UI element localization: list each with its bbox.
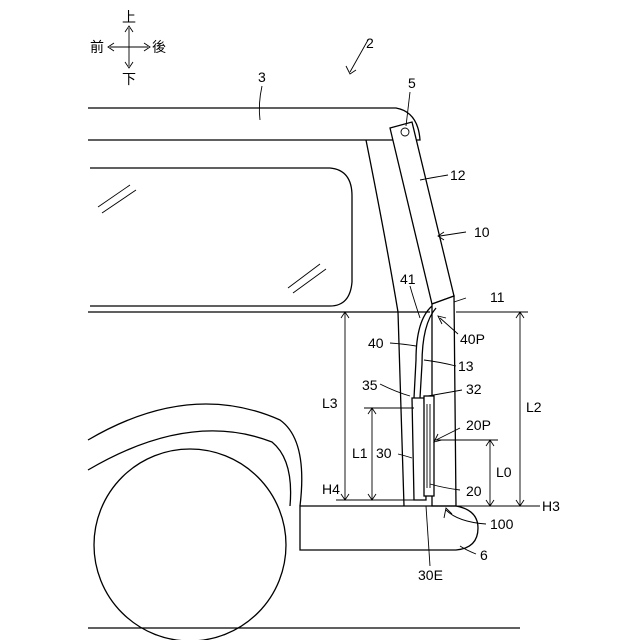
label-5: 5 xyxy=(408,75,416,91)
label-2: 2 xyxy=(366,35,374,51)
label-40P: 40P xyxy=(460,331,485,347)
direction-front-label: 前 xyxy=(90,39,104,56)
label-6: 6 xyxy=(480,547,488,563)
back-door-11 xyxy=(432,296,456,506)
label-41: 41 xyxy=(400,271,416,287)
label-L1: L1 xyxy=(352,445,368,461)
label-L2: L2 xyxy=(526,399,542,415)
label-10: 10 xyxy=(474,224,490,240)
label-L3: L3 xyxy=(322,395,338,411)
rear-bumper-6 xyxy=(300,506,478,550)
direction-indicator xyxy=(108,26,150,68)
tire xyxy=(94,449,286,640)
label-13: 13 xyxy=(458,358,474,374)
window-glare xyxy=(98,185,326,293)
label-32: 32 xyxy=(466,381,482,397)
label-30: 30 xyxy=(376,445,392,461)
label-H3: H3 xyxy=(542,498,560,514)
label-H4: H4 xyxy=(322,481,340,497)
label-3: 3 xyxy=(258,69,266,85)
label-L0: L0 xyxy=(496,464,512,480)
label-40: 40 xyxy=(368,335,384,351)
side-window xyxy=(90,168,352,306)
label-35: 35 xyxy=(362,377,378,393)
direction-up-label: 上 xyxy=(122,10,136,26)
hinge-20 xyxy=(424,396,434,496)
direction-down-label: 下 xyxy=(122,72,136,88)
label-20P: 20P xyxy=(466,417,491,433)
label-20: 20 xyxy=(466,483,482,499)
label-30E: 30E xyxy=(418,567,443,583)
label-11: 11 xyxy=(490,289,505,305)
wheel-arch-inner xyxy=(88,431,291,506)
roof-panel xyxy=(88,108,420,140)
label-12: 12 xyxy=(450,167,466,183)
direction-rear-label: 後 xyxy=(152,40,166,56)
label-100: 100 xyxy=(490,516,514,532)
